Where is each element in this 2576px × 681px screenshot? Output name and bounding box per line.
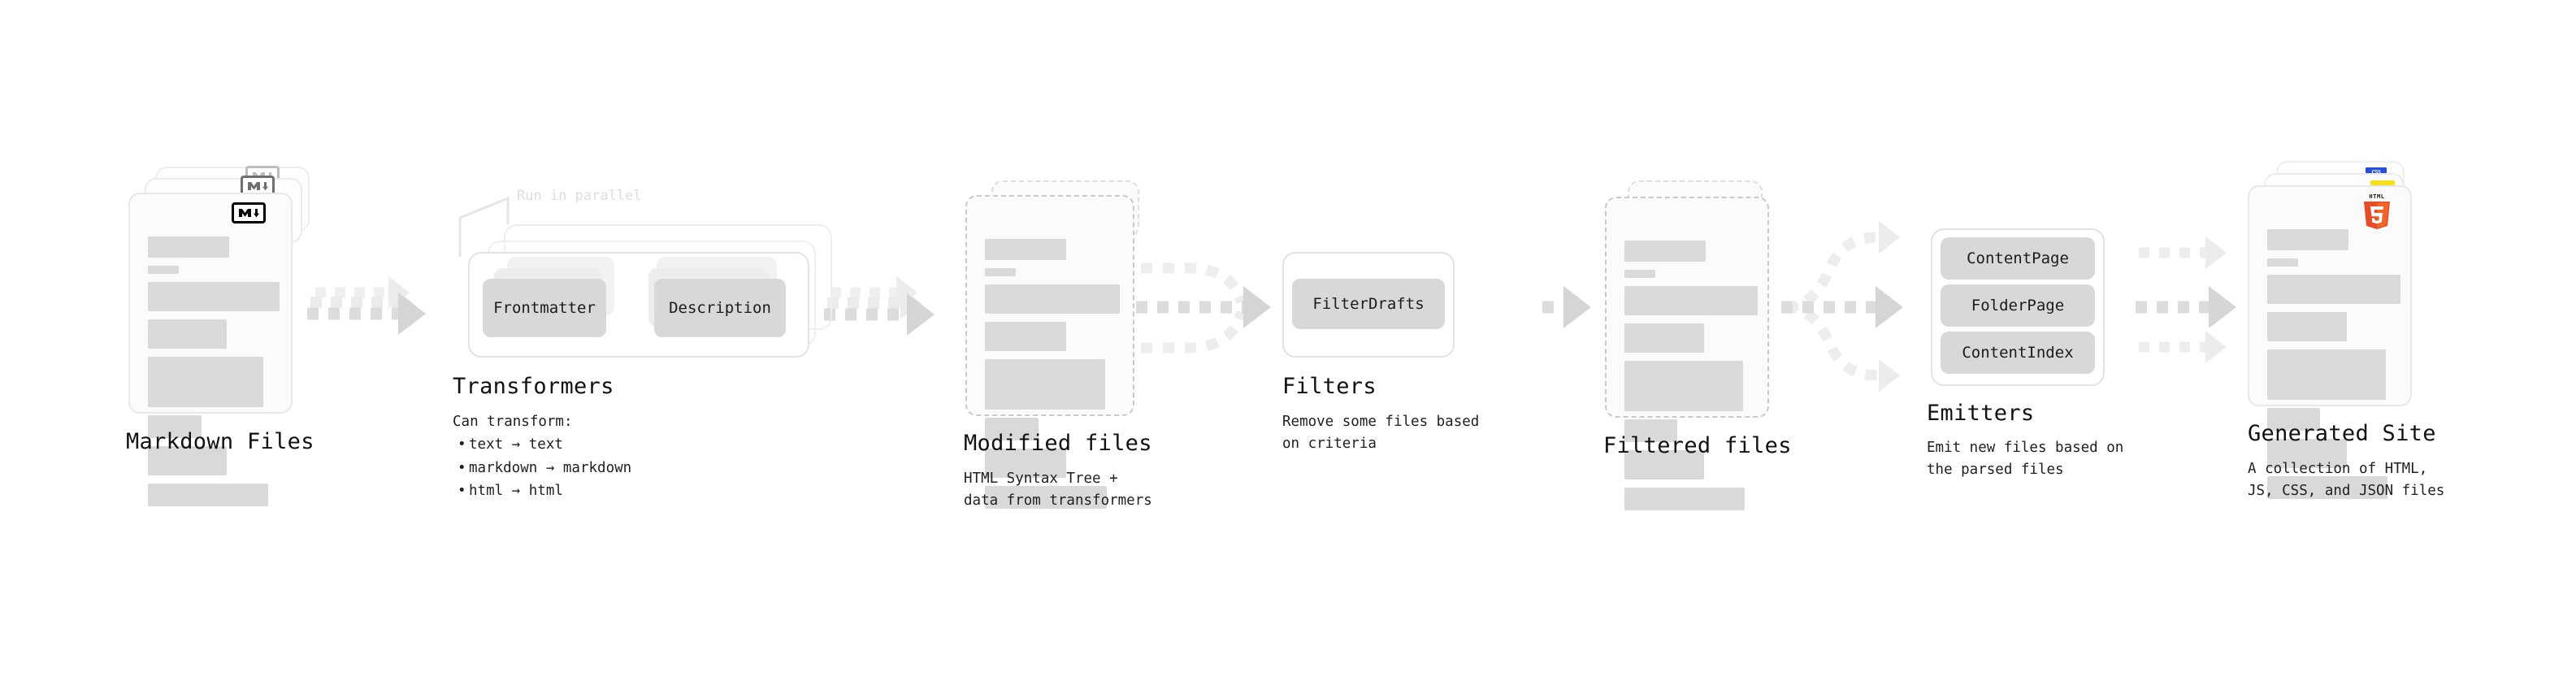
doc-bar — [148, 357, 263, 407]
modified-file-card — [965, 195, 1134, 509]
doc-bar — [2267, 439, 2347, 468]
transformers-note-list: text → text markdown → markdown html → h… — [453, 433, 631, 502]
doc-bar — [1624, 488, 1745, 510]
doc-bar — [148, 266, 179, 274]
transformers-note-item: markdown → markdown — [458, 457, 631, 480]
arrow-emitters-to-generated — [2136, 236, 2236, 363]
doc-bar — [1624, 419, 1677, 442]
emitter-chip-label: ContentPage — [1967, 249, 2069, 267]
filters-note: Remove some files based on criteria — [1282, 414, 1480, 453]
transformer-chip-description[interactable]: Description — [654, 279, 786, 337]
emitter-chip-label: ContentIndex — [1962, 344, 2074, 362]
markdown-caption: Markdown Files — [126, 429, 314, 454]
arrow-filtered-to-emitters — [1781, 221, 1903, 392]
doc-bar — [2267, 312, 2347, 341]
doc-bar — [1624, 323, 1704, 353]
arrow-markdown-to-transformers — [307, 276, 426, 335]
doc-bar — [1624, 450, 1704, 479]
doc-bar — [985, 239, 1066, 260]
doc-bar — [985, 486, 1107, 509]
emitter-chip-contentpage[interactable]: ContentPage — [1941, 237, 2095, 280]
doc-bar — [1624, 241, 1706, 262]
emitters-caption: Emitters — [1927, 401, 2035, 426]
filtered-file-content — [1624, 241, 1758, 518]
filter-chip-filterdrafts[interactable]: FilterDrafts — [1292, 279, 1445, 329]
doc-bar — [985, 284, 1120, 314]
transformer-chip-label: Frontmatter — [493, 299, 596, 317]
doc-bar — [985, 418, 1039, 440]
doc-bar — [2267, 258, 2298, 267]
doc-bar — [2267, 476, 2387, 499]
emitter-chip-contentindex[interactable]: ContentIndex — [1941, 332, 2095, 374]
doc-bar — [2267, 408, 2320, 431]
modified-files-note: HTML Syntax Tree + data from transformer… — [964, 471, 1152, 510]
doc-bar — [1624, 270, 1655, 278]
doc-bar — [148, 319, 227, 349]
generated-site-note: A collection of HTML, JS, CSS, and JSON … — [2248, 461, 2445, 500]
modified-file-content — [985, 239, 1120, 517]
transformers-caption: Transformers — [453, 374, 614, 399]
doc-bar — [148, 236, 229, 258]
markdown-badge — [232, 202, 266, 223]
generated-file-content — [2267, 229, 2400, 507]
transformers-note: Can transform: text → text markdown → ma… — [453, 410, 631, 503]
filtered-files-caption: Filtered files — [1603, 433, 1792, 458]
doc-bar — [985, 449, 1066, 478]
markdown-file-content — [148, 236, 280, 514]
css-badge-label: CSS — [2371, 168, 2381, 176]
emitters-note: Emit new files based on the parsed files — [1927, 440, 2124, 479]
markdown-file-card — [128, 193, 293, 506]
doc-bar — [985, 359, 1105, 410]
doc-bar — [148, 484, 268, 506]
doc-bar — [148, 415, 202, 438]
filters-caption: Filters — [1282, 374, 1377, 399]
html5-badge: HTML — [2361, 192, 2393, 229]
doc-bar — [148, 282, 280, 311]
doc-bar — [2267, 275, 2400, 304]
doc-bar — [1624, 286, 1758, 315]
emitter-chip-folderpage[interactable]: FolderPage — [1941, 284, 2095, 327]
doc-bar — [985, 268, 1016, 276]
doc-bar — [1624, 361, 1743, 411]
svg-text:HTML: HTML — [2369, 193, 2384, 200]
modified-files-caption: Modified files — [964, 431, 1152, 456]
transformers-note-lead: Can transform: — [453, 414, 573, 430]
arrow-modified-to-filters — [1136, 262, 1271, 354]
doc-bar — [2267, 229, 2348, 250]
arrow-filters-to-filtered — [1542, 286, 1591, 328]
generated-site-caption: Generated Site — [2248, 421, 2436, 446]
transformers-note-item: html → html — [458, 479, 631, 503]
transformers-note-item: text → text — [458, 433, 631, 457]
doc-bar — [148, 446, 227, 475]
arrow-transformers-to-modified — [824, 276, 935, 336]
emitter-chip-label: FolderPage — [1971, 297, 2065, 314]
doc-bar — [985, 322, 1066, 351]
run-in-parallel-label: Run in parallel — [517, 188, 642, 204]
transformer-chip-frontmatter[interactable]: Frontmatter — [483, 279, 606, 337]
filtered-file-card — [1605, 197, 1769, 510]
transformer-chip-label: Description — [669, 299, 771, 317]
filter-chip-label: FilterDrafts — [1312, 295, 1425, 313]
doc-bar — [2267, 349, 2386, 400]
